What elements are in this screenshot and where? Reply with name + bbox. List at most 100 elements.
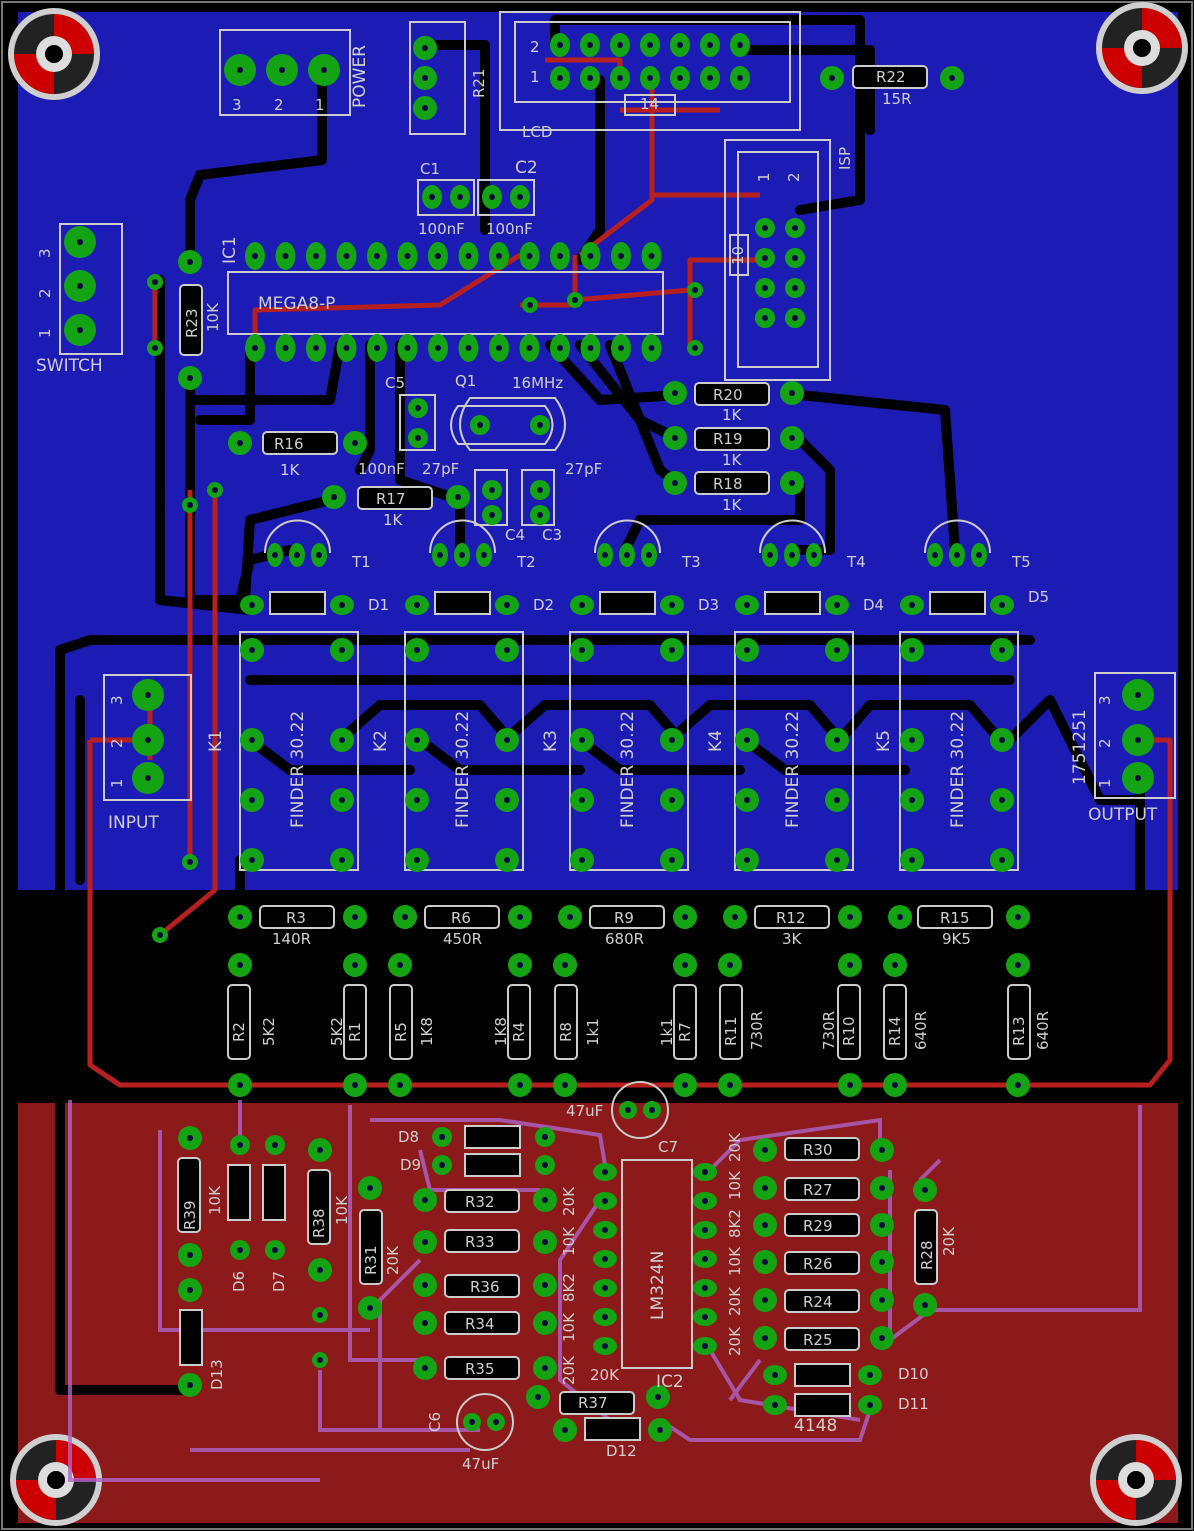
drill-hole bbox=[317, 1357, 323, 1363]
drill-hole bbox=[625, 1107, 631, 1113]
drill-hole bbox=[537, 512, 543, 518]
transistor-bodies bbox=[264, 519, 991, 1451]
drill-hole bbox=[465, 253, 472, 259]
drill-hole bbox=[469, 1419, 475, 1425]
drill-hole bbox=[429, 194, 435, 200]
drill-hole bbox=[422, 105, 428, 111]
drill-hole bbox=[282, 345, 289, 351]
drill-hole bbox=[414, 797, 420, 803]
drill-hole bbox=[249, 857, 255, 863]
drill-hole bbox=[579, 857, 585, 863]
drill-hole bbox=[879, 1335, 885, 1341]
drill-hole bbox=[212, 487, 218, 493]
drill-hole bbox=[313, 345, 319, 351]
drill-hole bbox=[343, 253, 350, 259]
drill-hole bbox=[648, 253, 655, 259]
drill-hole bbox=[374, 253, 380, 259]
drill-hole bbox=[157, 932, 163, 938]
drill-hole bbox=[669, 737, 675, 743]
drill-hole bbox=[789, 480, 795, 486]
drill-hole bbox=[922, 1302, 928, 1308]
drill-hole bbox=[572, 297, 578, 303]
drill-hole bbox=[526, 253, 533, 259]
drill-hole bbox=[77, 239, 83, 245]
resistor-bodies-vertical bbox=[177, 284, 1031, 1285]
drill-hole bbox=[727, 962, 733, 968]
drill-hole bbox=[339, 602, 345, 608]
drill-hole bbox=[602, 552, 608, 558]
drill-hole bbox=[562, 1427, 568, 1433]
drill-hole bbox=[537, 487, 543, 493]
drill-hole bbox=[439, 1134, 445, 1140]
drill-hole bbox=[496, 345, 502, 351]
drill-hole bbox=[762, 285, 768, 291]
drill-hole bbox=[504, 602, 510, 608]
drill-hole bbox=[772, 1402, 778, 1408]
drill-hole bbox=[702, 1198, 708, 1204]
drill-hole bbox=[762, 1335, 768, 1341]
drill-hole bbox=[435, 253, 441, 259]
drill-hole bbox=[562, 962, 568, 968]
drill-hole bbox=[187, 1252, 193, 1258]
drill-hole bbox=[682, 962, 688, 968]
drill-hole bbox=[909, 602, 915, 608]
drill-hole bbox=[1015, 914, 1021, 920]
drill-hole bbox=[414, 737, 420, 743]
drill-hole bbox=[317, 1312, 323, 1318]
drill-hole bbox=[672, 435, 678, 441]
drill-hole bbox=[504, 647, 510, 653]
mounting-hole bbox=[1096, 2, 1188, 94]
drill-hole bbox=[414, 602, 420, 608]
drill-hole bbox=[847, 914, 853, 920]
drill-hole bbox=[279, 67, 285, 73]
drill-hole bbox=[744, 797, 750, 803]
drill-hole bbox=[237, 914, 243, 920]
drill-hole bbox=[422, 1197, 428, 1203]
drill-hole bbox=[707, 75, 713, 81]
drill-hole bbox=[537, 422, 543, 428]
drill-hole bbox=[655, 1394, 661, 1400]
drill-hole bbox=[152, 279, 158, 285]
diode-bodies bbox=[179, 591, 986, 1441]
drill-hole bbox=[272, 1142, 278, 1148]
drill-hole bbox=[692, 345, 698, 351]
drill-hole bbox=[737, 42, 743, 48]
drill-hole bbox=[772, 1372, 778, 1378]
drill-hole bbox=[762, 1222, 768, 1228]
drill-hole bbox=[657, 1427, 663, 1433]
drill-hole bbox=[669, 797, 675, 803]
drill-hole bbox=[1015, 962, 1021, 968]
drill-hole bbox=[587, 253, 594, 259]
drill-hole bbox=[672, 480, 678, 486]
drill-hole bbox=[252, 345, 258, 351]
drill-hole bbox=[834, 602, 840, 608]
drill-hole bbox=[542, 1320, 548, 1326]
drill-hole bbox=[517, 1082, 523, 1088]
drill-hole bbox=[313, 253, 319, 259]
drill-hole bbox=[542, 1134, 548, 1140]
drill-hole bbox=[892, 962, 898, 968]
drill-hole bbox=[647, 42, 653, 48]
drill-hole bbox=[557, 75, 563, 81]
drill-hole bbox=[526, 345, 533, 351]
drill-hole bbox=[415, 435, 421, 441]
drill-hole bbox=[404, 345, 411, 351]
drill-hole bbox=[579, 647, 585, 653]
mounting-hole bbox=[10, 1434, 102, 1526]
drill-hole bbox=[557, 253, 563, 259]
drill-hole bbox=[435, 345, 441, 351]
drill-hole bbox=[414, 857, 420, 863]
drill-hole bbox=[829, 75, 835, 81]
drill-hole bbox=[847, 962, 853, 968]
drill-hole bbox=[617, 75, 623, 81]
drill-hole bbox=[249, 647, 255, 653]
drill-hole bbox=[879, 1259, 885, 1265]
drill-hole bbox=[949, 75, 955, 81]
bottom-red-traces bbox=[87, 57, 1173, 1088]
drill-hole bbox=[321, 67, 327, 73]
drill-hole bbox=[648, 345, 655, 351]
drill-hole bbox=[527, 302, 533, 308]
drill-hole bbox=[909, 737, 915, 743]
